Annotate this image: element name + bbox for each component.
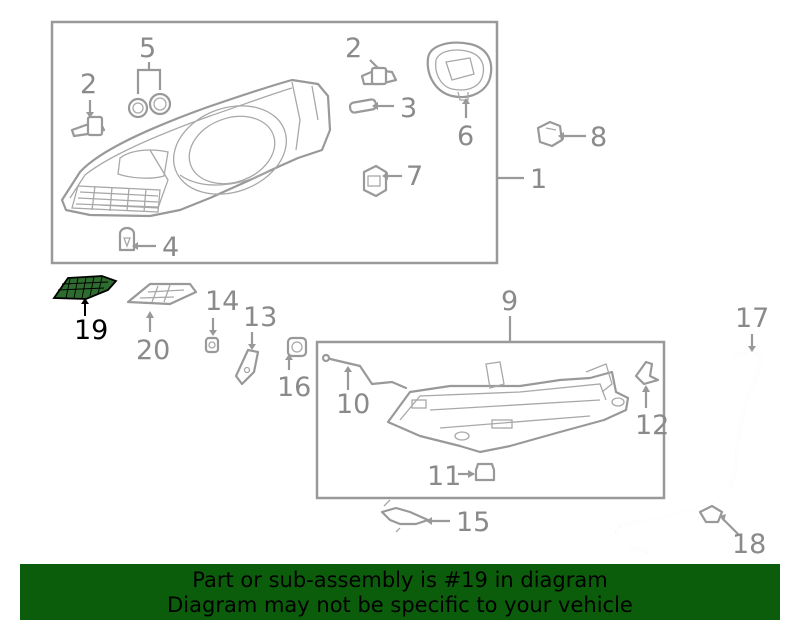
clamp-part-18[interactable] [698,504,724,524]
info-banner: Part or sub-assembly is #19 in diagram D… [20,564,780,620]
nut-part-14[interactable] [204,336,220,354]
callout-14[interactable]: 14 [205,286,239,317]
callout-9[interactable]: 9 [501,286,518,317]
banner-line-2: Diagram may not be specific to your vehi… [167,593,633,617]
grille-part-19[interactable] [52,275,118,300]
callout-18[interactable]: 18 [732,529,766,560]
callout-10[interactable]: 10 [336,389,370,420]
banner-line-1: Part or sub-assembly is #19 in diagram [192,568,608,592]
callout-15[interactable]: 15 [456,507,490,538]
bulb-part-8[interactable] [536,120,564,148]
callout-17[interactable]: 17 [735,303,769,334]
callout-8[interactable]: 8 [590,122,607,153]
bulb-part-4[interactable] [118,226,136,252]
callout-16[interactable]: 16 [277,372,311,403]
cover-cap-part-6[interactable] [426,41,493,101]
socket-part-5[interactable] [127,92,172,119]
callout-5[interactable]: 5 [139,33,156,64]
callout-12[interactable]: 12 [635,410,669,441]
callout-19[interactable]: 19 [74,315,108,346]
headlamp-housing-part[interactable] [60,78,332,218]
grommet-part-11[interactable] [474,462,496,482]
bracket-part-15[interactable] [380,499,430,533]
callout-7[interactable]: 7 [406,161,423,192]
rod-part-10[interactable] [321,353,408,390]
headlamp-assembly-box [50,20,499,265]
clip-part-12[interactable] [634,360,660,386]
undercover-assembly-box [315,340,666,500]
callout-2a[interactable]: 2 [80,69,97,100]
callout-2b[interactable]: 2 [345,33,362,64]
callout-3[interactable]: 3 [400,93,417,124]
callout-11[interactable]: 11 [427,461,461,492]
clip-part-16[interactable] [286,336,308,358]
bracket-part-13[interactable] [234,348,260,386]
washer-hose-part-17[interactable] [615,351,763,554]
engine-undercover-part[interactable] [386,361,630,454]
bulb-part-2b[interactable] [360,66,398,86]
callout-6[interactable]: 6 [457,121,474,152]
callout-13[interactable]: 13 [243,302,277,333]
trim-part-20[interactable] [126,282,198,306]
ballast-part-7[interactable] [362,164,388,198]
callout-4[interactable]: 4 [162,232,179,263]
callout-1[interactable]: 1 [530,164,547,195]
callout-20[interactable]: 20 [136,335,170,366]
bulb-part-2a[interactable] [70,115,106,138]
